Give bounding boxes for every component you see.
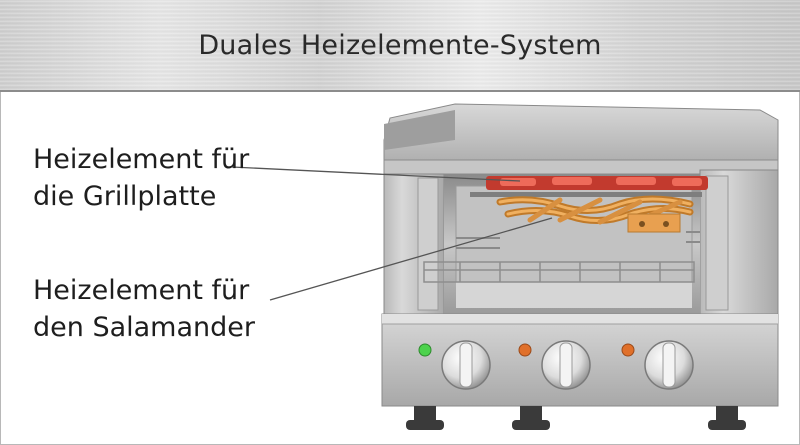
appliance-feet [406,406,746,430]
bracket-screw [663,221,669,227]
bracket-screw [639,221,645,227]
grill-label-line2: die Grillplatte [33,181,217,212]
salamander-label-line1: Heizelement für [33,275,250,306]
indicator-lamp-icon [518,343,532,357]
grill-element-label: Heizelement für die Grillplatte [33,141,249,215]
page-title: Duales Heizelemente-System [198,30,602,61]
indicator-lamp-icon [621,343,635,357]
element-bar [470,192,702,197]
control-knob-icon[interactable] [541,340,591,390]
salamander-element-label: Heizelement für den Salamander [33,272,255,346]
salamander-heating-element [496,195,694,225]
indicator-lamp-icon [418,343,432,357]
title-banner: Duales Heizelemente-System [0,0,800,92]
control-knob-icon[interactable] [441,340,491,390]
grill-label-line1: Heizelement für [33,144,250,175]
wire-rack [423,261,695,283]
control-knob-icon[interactable] [644,340,694,390]
leader-line-grill [231,166,521,182]
salamander-label-line2: den Salamander [33,312,255,343]
grill-heating-element [486,176,708,190]
leader-line-salamander [269,217,553,301]
shelf-rails [456,231,700,249]
element-bracket [627,213,681,233]
side-panels [383,169,779,315]
grill-plate-hood [383,103,779,175]
